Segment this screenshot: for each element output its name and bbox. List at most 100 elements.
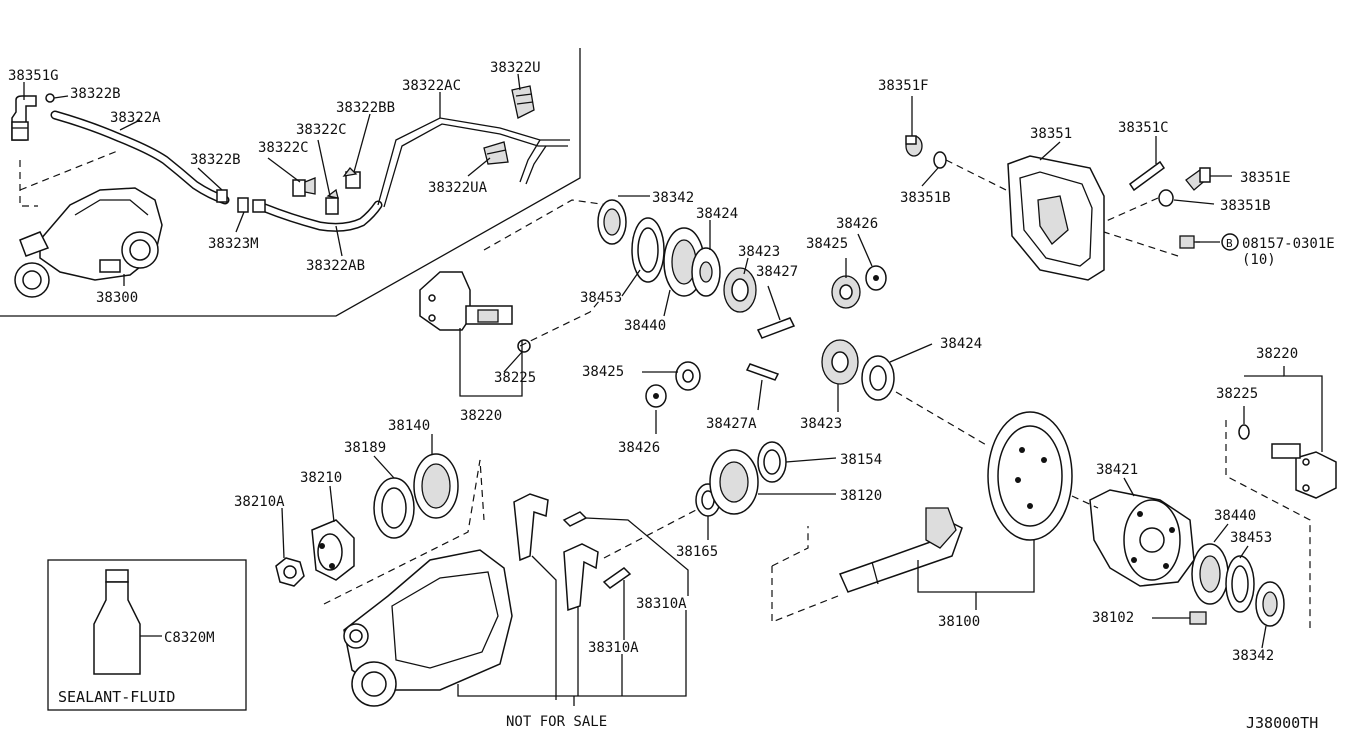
label-38351f: 38351F — [878, 78, 929, 94]
label-38322ab: 38322AB — [306, 258, 365, 274]
label-38427: 38427 — [756, 264, 798, 280]
companion-flange-38220-part[interactable] — [419, 271, 513, 331]
pipe-38322ac-part[interactable] — [377, 117, 570, 206]
label-38323m: 38323M — [208, 236, 259, 252]
label-38322ac: 38322AC — [402, 78, 461, 94]
washer-38426-part[interactable] — [865, 265, 887, 291]
label-38421: 38421 — [1096, 462, 1138, 478]
gasket-38351b-part[interactable] — [1158, 189, 1174, 207]
leader-lines — [23, 73, 1323, 706]
label-bolt-quantity: (10) — [1242, 252, 1276, 268]
diff-case-38421-part[interactable] — [1089, 489, 1195, 587]
label-38322b: 38322B — [70, 86, 121, 102]
label-38165: 38165 — [676, 544, 718, 560]
label-38322bb: 38322BB — [336, 100, 395, 116]
connector-38323m-part[interactable] — [237, 197, 249, 213]
label-38426: 38426 — [836, 216, 878, 232]
pinion-mate-38425-part[interactable] — [831, 275, 861, 309]
filler-plug-38351f-part[interactable] — [905, 135, 923, 157]
label-38322ua: 38322UA — [428, 180, 488, 196]
label-38102: 38102 — [1092, 610, 1134, 626]
label-38322a: 38322A — [110, 110, 161, 126]
bearing-cap-38310a-part[interactable] — [563, 543, 599, 612]
label-38310a: 38310A — [636, 596, 687, 612]
connector-38322b-part[interactable] — [216, 189, 228, 203]
label-38424: 38424 — [696, 206, 738, 222]
label-38425: 38425 — [582, 364, 624, 380]
o-ring-38225-part[interactable] — [517, 339, 531, 353]
label-38210a: 38210A — [234, 494, 285, 510]
bolt-mark-b — [1221, 233, 1239, 251]
cap-bolt-part[interactable] — [602, 567, 632, 589]
breather-hose-inset — [0, 48, 581, 317]
label-38310a: 38310A — [588, 640, 639, 656]
label-38351e: 38351E — [1240, 170, 1291, 186]
label-38100: 38100 — [938, 614, 980, 630]
rear-cover-38351-part[interactable] — [1007, 155, 1105, 281]
diagram-id: J38000TH — [1246, 714, 1318, 732]
bearing-38140-part[interactable] — [413, 453, 459, 519]
bearing-cap-38310a-part[interactable] — [513, 493, 549, 562]
label-38351b: 38351B — [900, 190, 951, 206]
bearing-38342-part[interactable] — [1255, 581, 1285, 627]
label-38351: 38351 — [1030, 126, 1072, 142]
clip-38322c-part[interactable] — [292, 177, 316, 197]
label-sealant-fluid: SEALANT-FLUID — [58, 688, 175, 706]
part-labels: 38351G 38322B 38322A 38322B 38322C 38322… — [8, 60, 1335, 732]
label-38423: 38423 — [800, 416, 842, 432]
bearing-38120-part[interactable] — [709, 449, 759, 515]
pinion-shaft-38427-part[interactable] — [756, 317, 796, 339]
companion-flange-38220-part[interactable] — [1271, 443, 1337, 499]
drain-plug-38351e-part[interactable] — [1185, 167, 1211, 191]
clip-38322bb-part[interactable] — [342, 167, 361, 189]
lock-pin-38427a-part[interactable] — [745, 363, 780, 381]
shim-38453-part[interactable] — [631, 217, 665, 283]
label-38322c: 38322C — [258, 140, 309, 156]
gear-carrier-housing-part[interactable] — [343, 549, 513, 707]
clip-38322u-part[interactable] — [511, 85, 535, 119]
label-not-for-sale: NOT FOR SALE — [506, 714, 607, 730]
clip-38322c-part[interactable] — [325, 188, 339, 215]
bolt-mark-letter: B — [1226, 237, 1233, 250]
label-38300: 38300 — [96, 290, 138, 306]
label-38210: 38210 — [300, 470, 342, 486]
sealant-box — [47, 559, 247, 711]
breather-elbow-part[interactable] — [11, 95, 37, 141]
label-38424: 38424 — [940, 336, 982, 352]
sealant-tube-c8320m-part[interactable] — [93, 569, 141, 675]
nut-38210a-part[interactable] — [275, 557, 305, 587]
label-38120: 38120 — [840, 488, 882, 504]
label-38440: 38440 — [1214, 508, 1256, 524]
thrust-washer-38424-part[interactable] — [861, 355, 895, 401]
pinion-mate-38425-part[interactable] — [675, 361, 701, 391]
side-gear-38423-part[interactable] — [723, 267, 757, 313]
label-38351c: 38351C — [1118, 120, 1169, 136]
shim-38154-part[interactable] — [757, 441, 787, 483]
label-38322b: 38322B — [190, 152, 241, 168]
label-38427a: 38427A — [706, 416, 757, 432]
label-38140: 38140 — [388, 418, 430, 434]
label-38322u: 38322U — [490, 60, 541, 76]
label-08157-0301e: 08157-0301E — [1242, 236, 1335, 252]
bearing-38342-part[interactable] — [597, 199, 627, 245]
oil-seal-38189-part[interactable] — [373, 477, 415, 539]
label-38423: 38423 — [738, 244, 780, 260]
side-gear-38423-part[interactable] — [821, 339, 859, 385]
side-gear-38424-part[interactable] — [691, 247, 721, 297]
bearing-38440-part[interactable] — [1191, 543, 1229, 605]
flange-38210-part[interactable] — [311, 519, 355, 581]
label-38322c: 38322C — [296, 122, 347, 138]
bolt-38102-part[interactable] — [1189, 611, 1207, 625]
stud-38351c-part[interactable] — [1128, 160, 1166, 192]
washer-38426-part[interactable] — [645, 384, 667, 408]
clip-38322b-part[interactable] — [45, 93, 55, 103]
drive-pinion-38100-part[interactable] — [838, 507, 963, 593]
shim-38453-part[interactable] — [1225, 555, 1255, 613]
label-38425: 38425 — [806, 236, 848, 252]
rear-final-drive-assembly-part[interactable] — [14, 187, 163, 298]
cap-bolt-part[interactable] — [562, 511, 588, 527]
gasket-38351b-part[interactable] — [933, 151, 947, 169]
o-ring-38225-part[interactable] — [1238, 424, 1250, 440]
ring-gear-38100-part[interactable] — [987, 411, 1073, 541]
